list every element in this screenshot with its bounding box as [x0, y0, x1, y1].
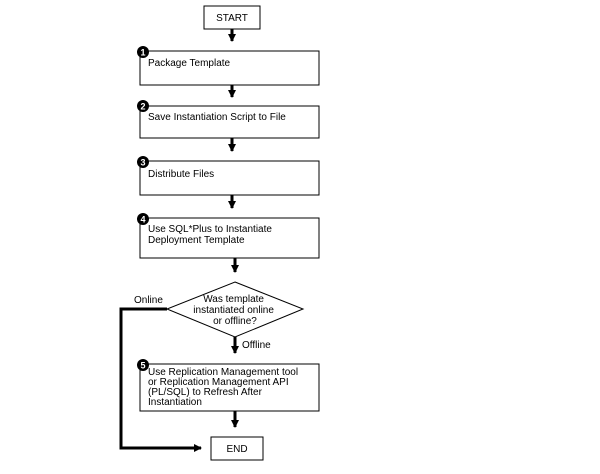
step-5-box [139, 363, 320, 412]
end-box [210, 436, 264, 461]
start-label: START [216, 13, 248, 24]
step-5-label: Use Replication Management tool or Repli… [148, 367, 301, 408]
step-1-badge [137, 46, 149, 58]
step-1-box [139, 50, 320, 86]
step-2-label: Save Instantiation Script to File [148, 112, 286, 123]
offline-label: Offline [242, 340, 271, 351]
step-1-number: 1 [140, 48, 145, 58]
step-1-label: Package Template [148, 58, 231, 69]
step-4-badge [137, 213, 149, 225]
decision-question: Was template instantiated online or offl… [193, 294, 276, 327]
step-5-badge [137, 359, 149, 371]
connector-online-end [119, 307, 202, 452]
step-2-number: 2 [140, 102, 145, 112]
step-3-number: 3 [140, 158, 145, 168]
step-5-number: 5 [140, 361, 145, 371]
step-4-label: Use SQL*Plus to Instantiate Deployment T… [148, 224, 275, 246]
step-4-box [139, 217, 320, 259]
step-4-number: 4 [140, 215, 145, 225]
online-label: Online [134, 295, 163, 306]
end-label: END [226, 444, 247, 455]
step-3-badge [137, 156, 149, 168]
step-3-box [139, 160, 320, 196]
step-3-label: Distribute Files [148, 169, 214, 180]
step-2-box [139, 105, 320, 139]
step-2-badge [137, 100, 149, 112]
